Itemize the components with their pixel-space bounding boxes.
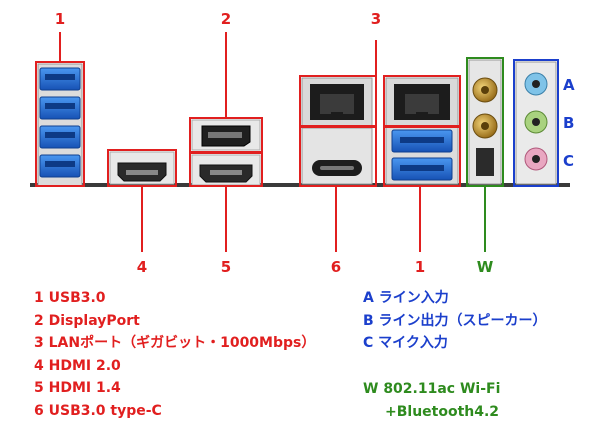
legend-item-line-out: B ライン出力（スピーカー） [363, 312, 547, 329]
wifi-antenna-connectors [468, 59, 502, 185]
lan-port-2 [385, 77, 459, 127]
callout-b: B [563, 114, 574, 132]
usb3-stack-left [37, 63, 83, 187]
callout-6: 6 [331, 258, 341, 276]
audio-jacks [515, 61, 557, 185]
legend-item-hdmi-1-4: 5 HDMI 1.4 [34, 380, 121, 397]
hdmi-1-4-port [191, 154, 261, 186]
callout-c: C [563, 152, 574, 170]
displayport-port [191, 119, 261, 151]
legend-item-wifi: W 802.11ac Wi-Fi [363, 381, 501, 397]
legend-item-displayport: 2 DisplayPort [34, 312, 140, 329]
legend-wireless: W 802.11ac Wi-Fi +Bluetooth4.2 [363, 378, 500, 423]
callout-2: 2 [221, 10, 231, 28]
legend-audio: A ライン入力 B ライン出力（スピーカー） C マイク入力 [363, 287, 547, 355]
legend-item-bluetooth: +Bluetooth4.2 [385, 403, 500, 420]
legend-item-mic-in: C マイク入力 [363, 335, 448, 352]
callout-5: 5 [221, 258, 231, 276]
lan-port-1 [301, 77, 373, 127]
legend-item-hdmi-2-0: 4 HDMI 2.0 [34, 357, 121, 374]
red-leader-lines [59, 32, 421, 252]
callout-w: W [477, 258, 494, 276]
usb3-stack-right [385, 125, 459, 185]
legend-item-usb3: 1 USB3.0 [34, 290, 106, 306]
callout-3: 3 [371, 10, 381, 28]
legend-item-lan: 3 LANポート（ギガビット・1000Mbps） [34, 335, 316, 352]
callout-1-top: 1 [55, 10, 65, 28]
callout-4: 4 [137, 258, 147, 276]
legend-item-line-in: A ライン入力 [363, 290, 449, 306]
callout-1-bottom: 1 [415, 258, 425, 276]
legend-item-usb3-type-c: 6 USB3.0 type-C [34, 402, 162, 419]
blue-highlight-box [513, 59, 559, 187]
legend-ports: 1 USB3.0 2 DisplayPort 3 LANポート（ギガビット・10… [34, 287, 315, 423]
usb-type-c-port [301, 127, 373, 185]
callout-a: A [563, 76, 575, 94]
hdmi-2-0-port [109, 151, 175, 185]
